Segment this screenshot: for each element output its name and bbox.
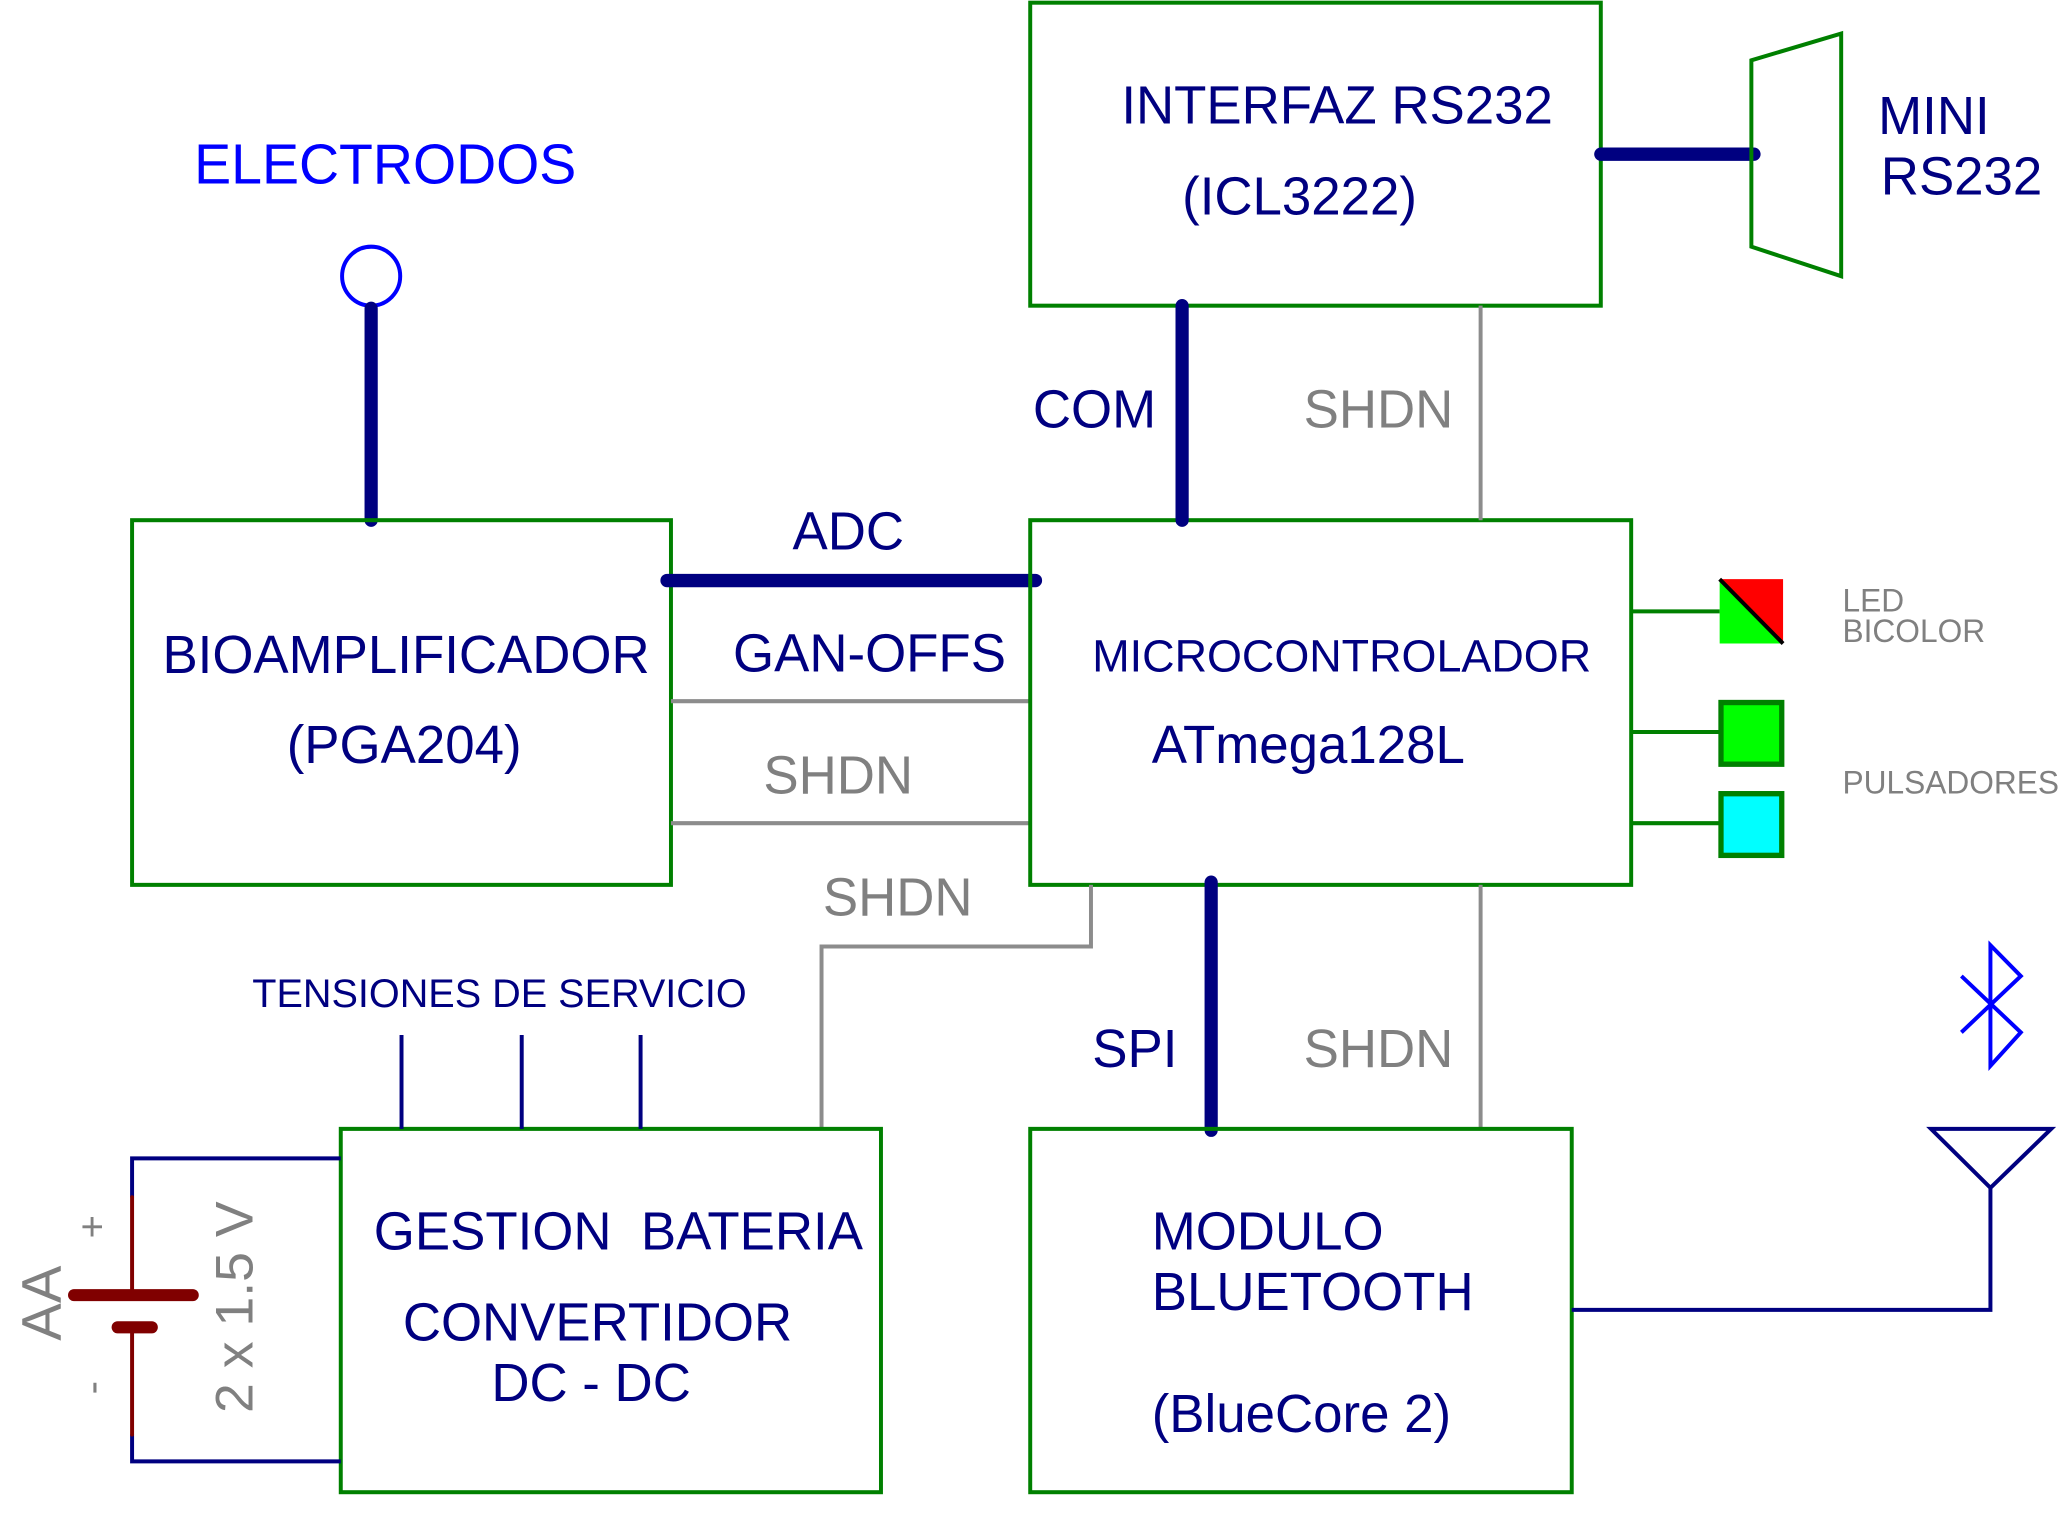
supply-label: TENSIONES DE SERVICIO: [252, 972, 746, 1016]
electrode-icon: [340, 244, 403, 308]
gain-offset-label: GAN-OFFS: [733, 624, 1006, 683]
rs232-block: [1028, 0, 1603, 308]
battery-wire-top: [130, 1156, 341, 1198]
connector-label-2: RS232: [1881, 147, 2043, 206]
db-connector-icon: [1749, 30, 1844, 279]
led-label-2: BICOLOR: [1843, 613, 1986, 649]
battery-spec: 2 x 1.5 V: [206, 1201, 265, 1413]
shdn-rs232-label: SHDN: [1304, 380, 1454, 439]
bluetooth-part: (BlueCore 2): [1152, 1385, 1451, 1444]
rs232-part: (ICL3222): [1182, 167, 1417, 226]
bioamp-part: (PGA204): [287, 716, 522, 775]
battery-mgmt-line1: GESTION BATERIA: [374, 1202, 864, 1261]
battery-mgmt-line2: CONVERTIDOR: [403, 1293, 792, 1352]
battery-mgmt-block: [338, 1126, 883, 1495]
rs232-title: INTERFAZ RS232: [1121, 76, 1552, 135]
mcu-block: [1028, 518, 1634, 887]
adc-label: ADC: [792, 502, 904, 561]
bioamp-title: BIOAMPLIFICADOR: [162, 626, 649, 685]
battery-icon: [68, 1195, 199, 1437]
bluetooth-icon: [1960, 940, 2024, 1072]
buttons-label: PULSADORES: [1843, 764, 2060, 800]
battery-plus: +: [71, 1215, 115, 1238]
pushbutton-cyan: [1718, 791, 1785, 859]
antenna-wire: [1571, 1187, 1993, 1312]
spi-label: SPI: [1092, 1020, 1177, 1079]
shdn-bt-label: SHDN: [1304, 1020, 1454, 1079]
led-label-1: LED: [1843, 582, 1905, 618]
connector-label-1: MINI: [1878, 87, 1989, 146]
shdn-power-label: SHDN: [823, 868, 973, 927]
com-label: COM: [1033, 380, 1156, 439]
bluetooth-line2: BLUETOOTH: [1152, 1263, 1474, 1322]
battery-mgmt-line3: DC - DC: [491, 1354, 691, 1413]
battery-wire-bottom: [130, 1434, 341, 1464]
mcu-part: ATmega128L: [1152, 716, 1465, 775]
antenna-icon: [1926, 1126, 2057, 1191]
bioamp-block: [130, 518, 673, 887]
shdn-power-line: [819, 884, 1093, 1129]
shdn-bioamp-label: SHDN: [763, 746, 913, 805]
battery-minus: -: [71, 1381, 115, 1394]
battery-type: AA: [10, 1265, 73, 1341]
pushbutton-green: [1718, 699, 1785, 767]
bluetooth-line1: MODULO: [1152, 1202, 1384, 1261]
electrodes-label: ELECTRODOS: [194, 132, 576, 195]
bicolor-led-icon: [1718, 577, 1785, 645]
mcu-title: MICROCONTROLADOR: [1092, 630, 1591, 681]
